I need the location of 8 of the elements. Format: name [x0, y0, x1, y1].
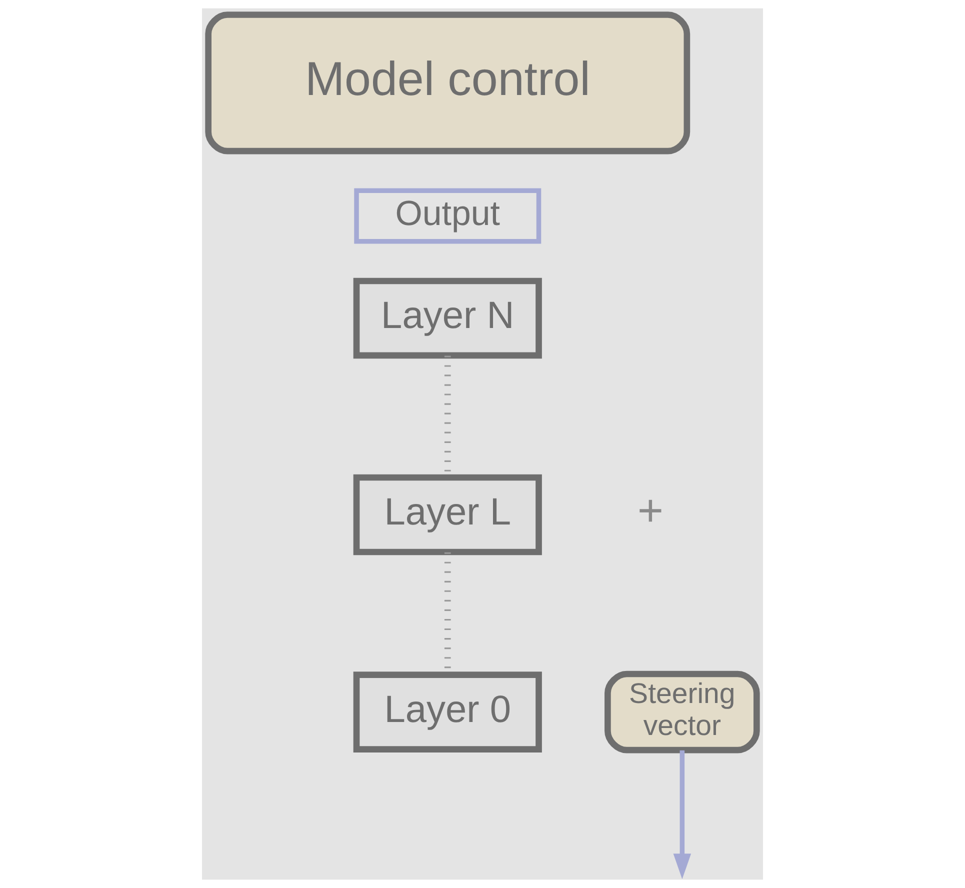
label: +: [638, 486, 664, 536]
node-box: Layer L: [353, 474, 542, 556]
arrow: [673, 750, 692, 880]
node-box: Steering vector: [604, 670, 760, 754]
node-box: Layer 0: [353, 672, 542, 752]
node-box: Layer N: [353, 278, 542, 359]
node-box: Output: [354, 188, 542, 244]
node-box: Model control: [205, 12, 690, 154]
